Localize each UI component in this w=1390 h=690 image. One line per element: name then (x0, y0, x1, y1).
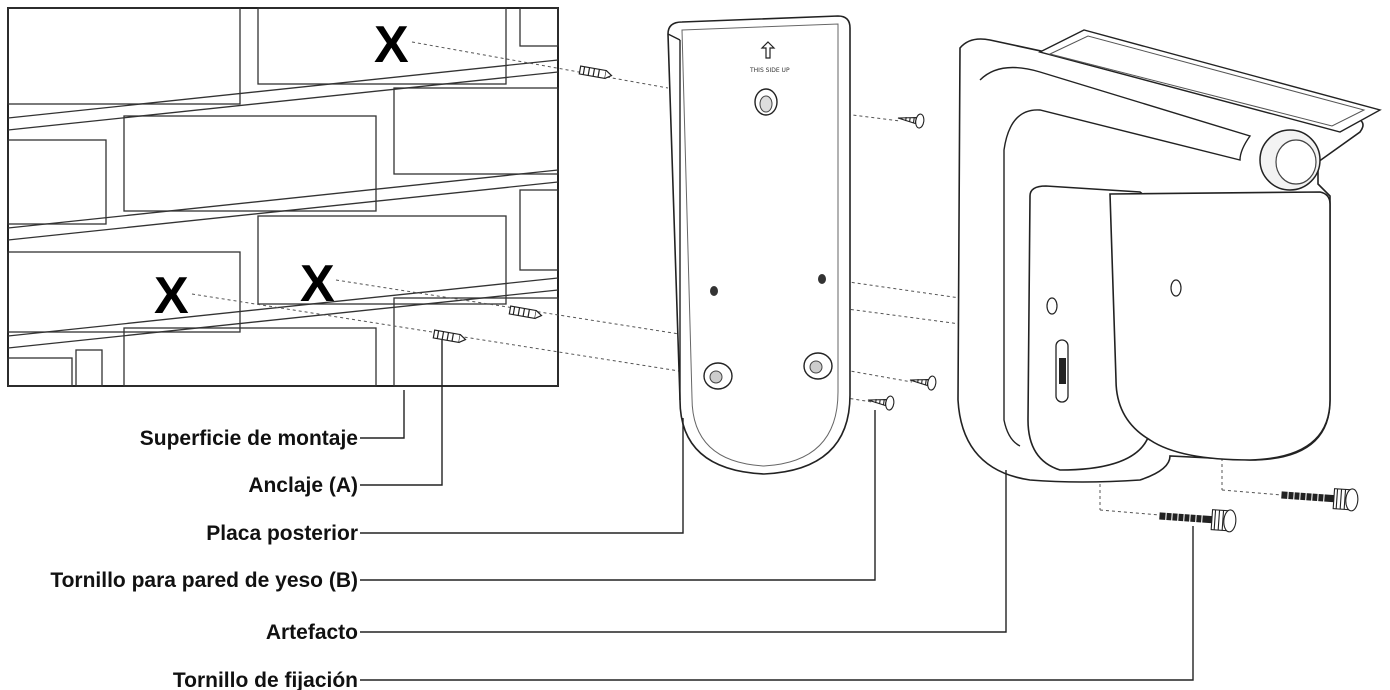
drywall-screws (867, 113, 937, 411)
switch-icon (1055, 339, 1069, 403)
drywall-screw-middle (909, 375, 937, 391)
anchor-bottom (432, 329, 467, 344)
drywall-screw-bottom (867, 395, 895, 411)
label-drywall-screw: Tornillo para pared de yeso (B) (50, 569, 358, 592)
drywall-screw-top (897, 113, 925, 129)
label-anchor: Anclaje (A) (248, 474, 358, 497)
anchor-top (578, 65, 613, 80)
leader-lines (360, 340, 1194, 681)
brick-wall: X X X (7, 7, 559, 387)
drill-mark-left: X (154, 267, 189, 325)
anchor-middle (508, 305, 543, 320)
fixing-screws (1159, 488, 1359, 533)
drill-mark-top: X (374, 16, 409, 74)
label-fixing-screw: Tornillo de fijación (173, 669, 358, 690)
label-back-plate: Placa posterior (206, 522, 358, 545)
back-plate: THIS SIDE UP (667, 15, 851, 475)
fixture (957, 29, 1382, 483)
anchors (432, 65, 613, 344)
drill-mark-right: X (300, 255, 335, 313)
plate-orientation-text: THIS SIDE UP (749, 67, 790, 74)
fixing-screw-right (1281, 488, 1359, 512)
fixing-screw-left (1159, 509, 1237, 533)
label-fixture: Artefacto (266, 621, 358, 644)
motion-sensor-icon (1259, 129, 1321, 191)
up-arrow-icon (760, 41, 776, 59)
label-mounting-surface: Superficie de montaje (140, 427, 358, 450)
callouts: Superficie de montaje Anclaje (A) Placa … (50, 427, 358, 690)
